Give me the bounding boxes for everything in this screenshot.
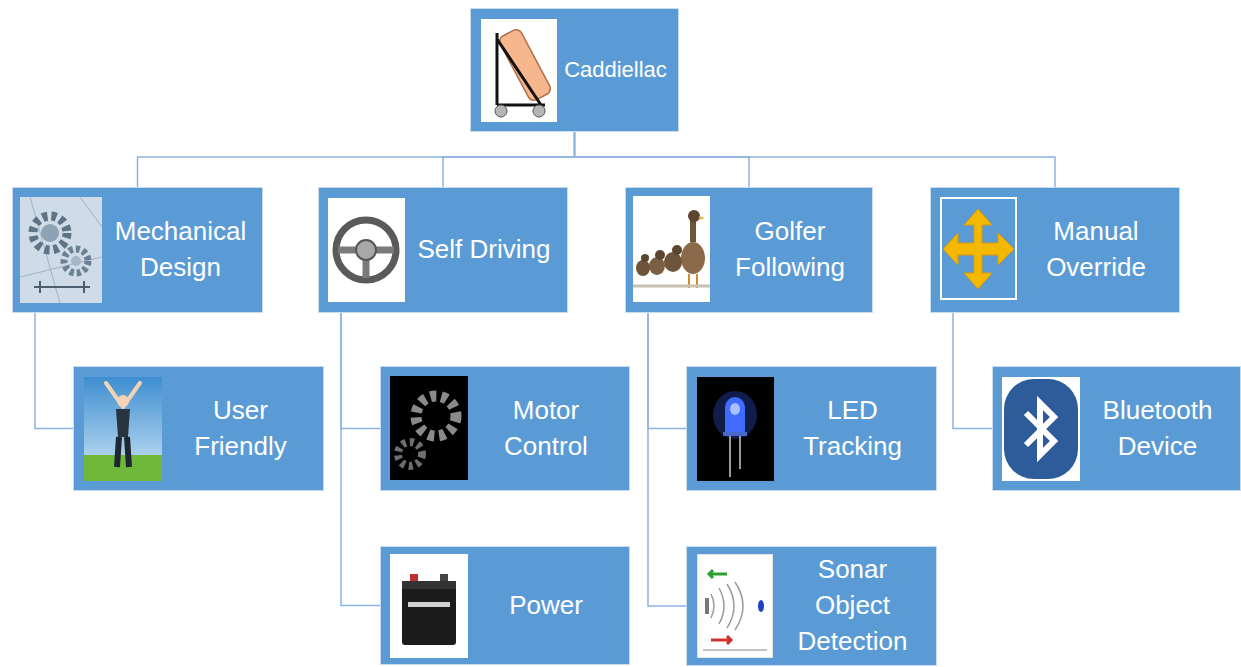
feature-box: User Friendly [73,366,324,491]
sonar-icon [697,554,773,658]
node-label: Mechanical Design [109,214,252,286]
category-box: Golfer Following [625,187,873,313]
node-label: Bluetooth Device [1088,393,1228,465]
node-label: LED Tracking [788,393,918,465]
tree-connector [648,313,686,606]
node-label: Sonar Object Detection [783,552,923,660]
text-group: Sonar Object Detection [783,552,923,660]
feature-box: Bluetooth Device [992,366,1241,491]
tree-connector [953,313,992,429]
node-label: Caddiellac [564,55,667,85]
battery-icon [390,554,468,658]
category-box: Mechanical Design [12,187,263,313]
node-label: Power [509,588,583,624]
tree-connector [575,132,750,187]
arrows-icon [940,197,1017,300]
tree-connector [341,313,380,429]
ducks-icon [633,196,710,302]
text-group: Power [509,588,583,624]
tree-connector [443,132,575,187]
node-label: User Friendly [176,393,306,465]
led-icon [697,377,774,481]
tree-connector [35,313,73,429]
category-box: Manual Override [930,187,1180,313]
root-box: Caddiellac [470,8,679,132]
feature-box: LED Tracking [686,366,937,491]
feature-box: Motor Control [380,366,630,491]
tree-connector [648,313,686,429]
category-box: Self Driving [318,187,568,313]
text-group: LED Tracking [788,393,918,465]
text-group: Golfer Following [720,214,860,286]
tree-connector [341,313,380,606]
caddy-icon [481,19,557,122]
tree-connector [138,132,575,187]
text-group: Manual Override [1026,214,1166,286]
feature-box: Power [380,546,630,665]
text-group: Motor Control [481,393,611,465]
gears-icon [20,197,102,303]
text-group: Mechanical Design [109,214,252,286]
text-group: Caddiellac [564,55,667,85]
tree-connector [575,132,1056,187]
gears-icon [390,376,468,480]
text-group: Self Driving [418,232,551,268]
feature-box: Sonar Object Detection [686,546,937,666]
text-group: User Friendly [176,393,306,465]
node-label: Self Driving [418,232,551,268]
node-label: Manual Override [1026,214,1166,286]
node-label: Golfer Following [720,214,860,286]
golfer-icon [84,377,162,481]
bluetooth-icon [1002,377,1080,481]
node-label: Motor Control [481,393,611,465]
steering-wheel-icon [328,198,405,302]
text-group: Bluetooth Device [1088,393,1228,465]
